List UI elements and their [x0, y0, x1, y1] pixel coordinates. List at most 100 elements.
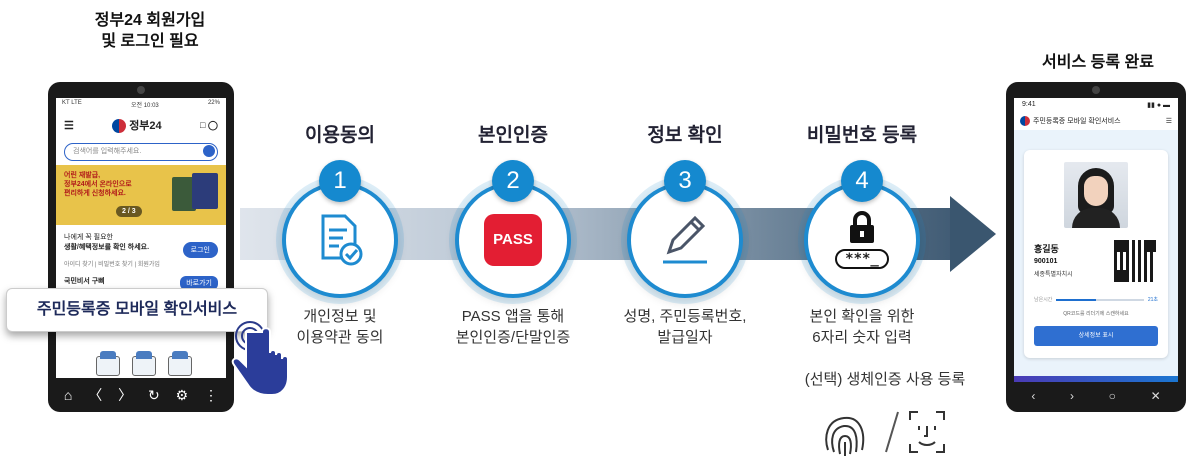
mobile-id-card: 홍길동 900101 세종특별자치시 남은시간 21초 QR코드를 리더기에 스… [1024, 150, 1168, 358]
step2-number: 2 [492, 160, 534, 202]
qr-instruction: QR코드를 리더기에 스캔하세요 [1063, 311, 1129, 317]
step3-title: 정보 확인 [647, 125, 723, 146]
banner-pager[interactable]: 2 / 3 [116, 206, 142, 218]
id-photo [1064, 162, 1128, 228]
citizen-label: 국민비서 구삐 [64, 278, 105, 286]
left-title-line1: 정부24 회원가입 [94, 12, 206, 29]
close-icon[interactable]: ✕ [1150, 389, 1161, 403]
mobile-id-service-callout[interactable]: 주민등록증 모바일 확인서비스 [6, 288, 268, 332]
refresh-icon[interactable]: ↻ [147, 386, 160, 403]
step1-desc-line2: 이용약관 동의 [296, 329, 384, 346]
info-section: 나에게 꼭 필요한 생활/혜택정보를 확인 하세요. [56, 229, 226, 257]
info-line2: 생활/혜택정보를 확인 하세요. [64, 244, 150, 252]
search-placeholder: 검색어를 입력해주세요. [73, 148, 142, 156]
optional-biometric-note: (선택) 생체인증 사용 등록 [804, 371, 966, 388]
pencil-icon [663, 215, 707, 264]
more-icon[interactable]: ⋮ [203, 386, 218, 403]
back-icon[interactable]: 〈 [88, 387, 103, 403]
menu-icon[interactable]: ☰ [64, 119, 74, 132]
back-icon[interactable]: ‹ [1031, 389, 1036, 403]
step2-description: PASS 앱을 통해 본인인증/단말인증 [428, 306, 598, 348]
step3-description: 성명, 주민등록번호, 발급일자 [600, 306, 770, 348]
search-input[interactable]: 검색어를 입력해주세요. [64, 143, 218, 162]
search-icon[interactable] [203, 145, 215, 158]
step2-title: 본인인증 [478, 125, 548, 146]
id-card-icon[interactable] [96, 351, 120, 376]
clock: 9:41 [1022, 101, 1036, 108]
biometric-icons [825, 411, 945, 456]
brand-name: 정부24 [129, 120, 162, 132]
user-icon[interactable]: □ ◯ [199, 119, 218, 130]
service-icons [96, 351, 192, 376]
step1-title: 이용동의 [305, 125, 375, 146]
taeguk-icon [1020, 116, 1030, 127]
signal-wifi-battery-icon: ▮▮ ● ▬ [1147, 102, 1170, 109]
step4-description: 본인 확인을 위한 6자리 숫자 입력 [777, 306, 947, 348]
left-title: 정부24 회원가입 및 로그인 필요 [40, 10, 260, 52]
header-title: 주민등록증 모바일 확인서비스 [1033, 118, 1121, 125]
step2-desc-line2: 본인인증/단말인증 [455, 329, 571, 346]
lock-group: ***_ [835, 211, 889, 269]
taeguk-icon [112, 119, 127, 134]
phone-nav-bar: ‹ › ○ ✕ [1014, 386, 1178, 406]
promo-banner[interactable]: 어린 재발급, 정부24에서 온라인으로 편리하게 신청하세요. 2 / 3 [56, 165, 226, 226]
forward-icon[interactable]: 〉 [118, 387, 133, 403]
step2-desc-line1: PASS 앱을 통해 [461, 308, 565, 325]
home-icon[interactable]: ○ [1108, 389, 1116, 403]
citizen-assistant-row: 국민비서 구삐 바로가기 [56, 270, 226, 296]
account-links[interactable]: 아이디 찾기 | 비밀번호 찾기 | 회원가입 [64, 262, 160, 269]
step1-desc-line1: 개인정보 및 [303, 308, 377, 325]
carrier: KT LTE [62, 100, 82, 106]
holder-address: 세종특별자치시 [1034, 272, 1073, 278]
banner-line3: 편리하게 신청하세요. [64, 190, 126, 198]
right-title: 서비스 등록 완료 [1042, 54, 1154, 71]
camera-dot [1092, 86, 1100, 94]
photo-face [1084, 176, 1108, 206]
left-phone: KT LTE 오전 10:03 22% ☰ 정부24 □ ◯ 검색어를 입력해주… [48, 82, 234, 412]
app-header: 주민등록증 모바일 확인서비스 ☰ [1014, 112, 1178, 131]
left-title-line2: 및 로그인 필요 [101, 33, 199, 50]
step4-desc-line2: 6자리 숫자 입력 [812, 329, 912, 346]
right-phone: 9:41 ▮▮ ● ▬ 주민등록증 모바일 확인서비스 ☰ 홍길동 900101… [1006, 82, 1186, 412]
status-bar: KT LTE 오전 10:03 22% [56, 98, 226, 111]
passport-image [192, 173, 218, 210]
document-check-icon [321, 214, 363, 266]
pass-logo: PASS [484, 214, 542, 266]
tap-hand-icon [231, 321, 289, 396]
banner-line1: 어린 재발급, [64, 172, 101, 180]
step3-desc-line2: 발급일자 [657, 329, 713, 346]
step1-circle [282, 182, 398, 298]
step4-number: 4 [841, 160, 883, 202]
photo-body [1072, 208, 1120, 228]
certificate-icon[interactable] [168, 351, 192, 376]
slash-divider [885, 411, 899, 453]
step3-number: 3 [664, 160, 706, 202]
home-icon[interactable]: ⌂ [63, 387, 73, 403]
lock-icon [850, 211, 874, 243]
timer-fill [1056, 298, 1096, 301]
forward-icon[interactable]: › [1070, 389, 1074, 403]
mobile-id-screen: 9:41 ▮▮ ● ▬ 주민등록증 모바일 확인서비스 ☰ 홍길동 900101… [1014, 98, 1178, 382]
step4-title: 비밀번호 등록 [806, 125, 918, 146]
login-button[interactable]: 로그인 [182, 242, 218, 258]
document-icon[interactable] [132, 351, 156, 376]
show-details-button[interactable]: 상세정보 표시 [1034, 326, 1158, 346]
app-header: ☰ 정부24 □ ◯ [56, 111, 226, 139]
password-mask: ***_ [835, 249, 889, 269]
timer-row: 남은시간 21초 [1034, 296, 1158, 303]
go-button[interactable]: 바로가기 [180, 276, 218, 291]
banner-line2: 정부24에서 온라인으로 [64, 181, 132, 189]
info-line1: 나에게 꼭 필요한 [64, 234, 113, 242]
battery: 22% [207, 100, 220, 106]
gov24-logo: 정부24 [112, 117, 162, 134]
android-nav-bar: ⌂ 〈 〉 ↻ ⚙ ⋮ [56, 384, 226, 406]
holder-name: 홍길동 [1034, 244, 1059, 254]
settings-icon[interactable]: ⚙ [175, 386, 189, 403]
timer-value: 21초 [1147, 297, 1158, 303]
step1-number: 1 [319, 160, 361, 202]
clock: 오전 10:03 [131, 103, 159, 109]
step4-desc-line1: 본인 확인을 위한 [809, 308, 915, 325]
gov24-app-screen: KT LTE 오전 10:03 22% ☰ 정부24 □ ◯ 검색어를 입력해주… [56, 98, 226, 378]
menu-icon[interactable]: ☰ [1165, 118, 1172, 126]
step1-description: 개인정보 및 이용약관 동의 [255, 306, 425, 348]
